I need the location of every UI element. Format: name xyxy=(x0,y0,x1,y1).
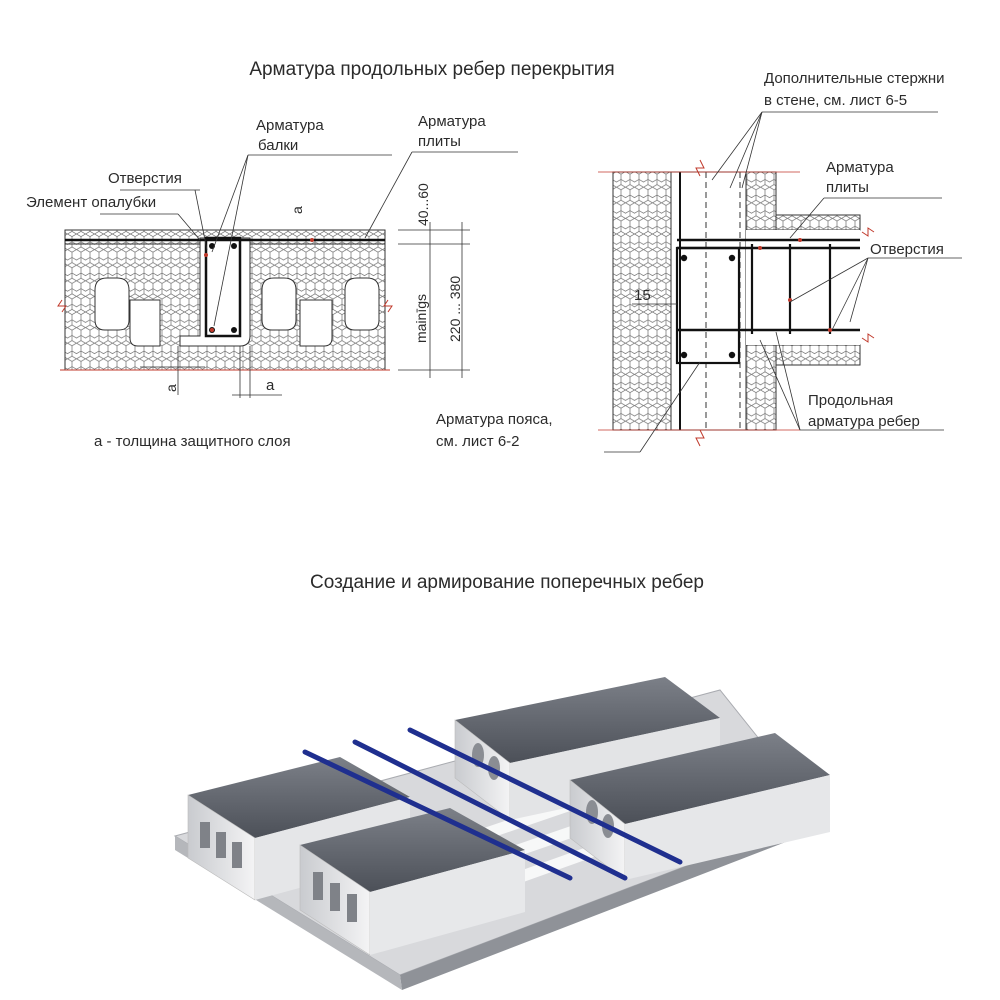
label-belt-reinforcement-2: см. лист 6-2 xyxy=(436,433,520,450)
left-cross-section xyxy=(57,151,518,398)
transverse-rib-illustration xyxy=(173,677,830,990)
dim-15: 15 xyxy=(634,287,651,304)
protective-layer-note: a - толщина защитного слоя xyxy=(94,433,291,450)
dim-a-left: a xyxy=(163,384,179,392)
label-additional-bars-2: в стене, см. лист 6-5 xyxy=(764,92,907,109)
watermark-text: PARTHENON-HOUSE.RU xyxy=(841,982,1000,996)
section2-title: Создание и армирование поперечных ребер xyxy=(310,572,704,593)
label-slab-reinforcement-1: Арматура xyxy=(418,113,486,130)
label-beam-reinforcement-1: Арматура xyxy=(256,117,324,134)
rebar-3 xyxy=(407,727,683,865)
left-labels: Арматура балки Арматура плиты Отверстия … xyxy=(26,113,486,450)
dim-a-top: a xyxy=(289,206,305,214)
label-longitudinal-rib-1: Продольная xyxy=(808,392,893,409)
beam-stirrup xyxy=(204,236,242,338)
label-belt-reinforcement-1: Арматура пояса, xyxy=(436,411,553,428)
label-right-slab-reinforcement-2: плиты xyxy=(826,179,869,196)
dim-top-thickness: 40...60 xyxy=(415,183,431,226)
dim-mainigs: mainīgs xyxy=(413,294,429,343)
label-openings: Отверстия xyxy=(108,170,182,187)
label-right-openings: Отверстия xyxy=(870,241,944,258)
label-formwork-element: Элемент опалубки xyxy=(26,194,156,211)
dim-a-right: a xyxy=(266,377,275,394)
label-slab-reinforcement-2: плиты xyxy=(418,133,461,150)
rebar-2 xyxy=(352,739,628,881)
section1-title: Арматура продольных ребер перекрытия xyxy=(249,59,614,80)
temple-logo-icon xyxy=(810,966,838,996)
right-cross-section xyxy=(598,111,962,453)
rebar-1 xyxy=(302,749,573,881)
beam-section xyxy=(179,237,251,347)
label-longitudinal-rib-2: арматура ребер xyxy=(808,413,920,430)
dim-total-height: 220 ... 380 xyxy=(447,276,463,342)
label-additional-bars-1: Дополнительные стержни xyxy=(764,70,945,87)
label-right-slab-reinforcement-1: Арматура xyxy=(826,159,894,176)
label-beam-reinforcement-2: балки xyxy=(258,137,298,154)
watermark: PARTHENON-HOUSE.RU xyxy=(810,966,1000,996)
right-labels: Дополнительные стержни в стене, см. лист… xyxy=(436,70,945,450)
